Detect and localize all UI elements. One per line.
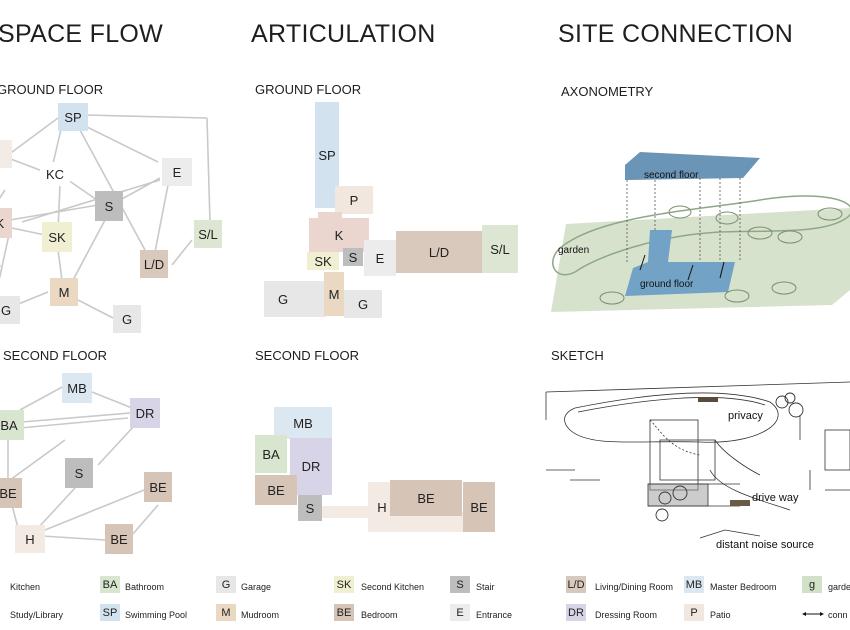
- subtitle-second-floor-flow: SECOND FLOOR: [3, 348, 108, 363]
- room-node-s-second: S: [65, 458, 93, 488]
- legend-dr-swatch: DR: [566, 604, 586, 621]
- room-node-e: E: [162, 158, 192, 186]
- room-node-h: H: [15, 525, 45, 553]
- room-node-ld: L/D: [140, 250, 168, 278]
- legend-m-swatch: M: [216, 604, 236, 621]
- legend-g-garden-swatch: g: [802, 576, 822, 593]
- plan-hall: [396, 512, 466, 532]
- subtitle-ground-floor-flow: GROUND FLOOR: [0, 82, 104, 97]
- axo-garden-label: garden: [558, 245, 590, 256]
- room-node-sl: S/L: [194, 220, 222, 248]
- legend-mb-swatch: MB: [684, 576, 704, 593]
- legend-master-bedroom: Master Bedroom: [710, 582, 777, 592]
- room-node-be-right: BE: [144, 472, 172, 502]
- sketch-driveway-label: drive way: [752, 492, 799, 504]
- plan-ld: L/D: [396, 231, 482, 273]
- plan-sl: S/L: [482, 225, 518, 273]
- legend-kitchen: Kitchen: [10, 582, 41, 592]
- room-node-m: M: [50, 278, 78, 306]
- room-node-be-left: BE: [0, 478, 22, 508]
- legend-bedroom: Bedroom: [361, 610, 398, 620]
- room-node-kc: KC: [40, 162, 70, 186]
- legend-be-swatch: BE: [334, 604, 354, 621]
- plan-e: E: [364, 240, 396, 276]
- sketch-privacy-label: privacy: [728, 410, 763, 422]
- room-node-partial-top: [0, 140, 12, 168]
- legend-dressing-room: Dressing Room: [595, 610, 658, 620]
- legend-garden: garde: [828, 582, 850, 592]
- legend-ld-swatch: L/D: [566, 576, 586, 593]
- legend-second-kitchen: Second Kitchen: [361, 582, 425, 592]
- room-node-mb: MB: [62, 373, 92, 403]
- legend-living-dining: Living/Dining Room: [595, 582, 674, 592]
- axo-second-floor-label: second floor: [644, 170, 699, 181]
- plan-m: M: [324, 272, 344, 316]
- plan-be-right: BE: [463, 482, 495, 532]
- title-articulation: ARTICULATION: [251, 20, 436, 48]
- plan-dr: DR: [290, 438, 332, 495]
- plan-s-second: S: [298, 495, 322, 521]
- plan-be-left: BE: [255, 475, 297, 505]
- legend-garage: Garage: [241, 582, 272, 592]
- legend-bathroom: Bathroom: [125, 582, 165, 592]
- plan-g-mid: [302, 281, 326, 317]
- room-node-be-bottom: BE: [105, 524, 133, 554]
- room-node-k-partial: K: [0, 208, 12, 238]
- room-node-sp: SP: [58, 103, 88, 131]
- plan-mb: MB: [274, 407, 332, 439]
- axo-ground-floor-label: ground floor: [640, 279, 694, 290]
- legend-e-swatch: E: [450, 604, 470, 621]
- double-arrow-icon: [802, 612, 824, 616]
- legend-mudroom: Mudroom: [241, 610, 280, 620]
- room-node-g-right: G: [113, 305, 141, 333]
- plan-corridor: [322, 506, 374, 518]
- room-node-s: S: [95, 191, 123, 221]
- legend-sk-swatch: SK: [334, 576, 354, 593]
- plan-g-right: G: [344, 290, 382, 318]
- legend-sp-swatch: SP: [100, 604, 120, 621]
- subtitle-sketch: SKETCH: [551, 348, 604, 363]
- legend-connection: conn: [828, 610, 848, 620]
- room-node-sk: SK: [42, 222, 72, 252]
- subtitle-ground-floor-articulation: GROUND FLOOR: [255, 82, 362, 97]
- legend-p-swatch: P: [684, 604, 704, 621]
- plan-be-mid: BE: [390, 480, 462, 516]
- room-node-dr: DR: [130, 398, 160, 428]
- title-site-connection: SITE CONNECTION: [558, 20, 794, 48]
- legend-stair: Stair: [476, 582, 495, 592]
- subtitle-second-floor-articulation: SECOND FLOOR: [255, 348, 360, 363]
- title-space-flow: SPACE FLOW: [0, 20, 164, 48]
- legend-ba-swatch: BA: [100, 576, 120, 593]
- legend-study-library: Study/Library: [10, 610, 64, 620]
- legend-entrance: Entrance: [476, 610, 513, 620]
- plan-sk: SK: [307, 252, 339, 270]
- room-node-ba: BA: [0, 410, 24, 440]
- legend-s-swatch: S: [450, 576, 470, 593]
- subtitle-axonometry: AXONOMETRY: [561, 84, 654, 99]
- room-node-g-left: G: [0, 296, 20, 324]
- legend-swimming-pool: Swimming Pool: [125, 610, 188, 620]
- plan-ba: BA: [255, 435, 287, 473]
- sketch-noise-label: distant noise source: [716, 539, 814, 551]
- plan-k: K: [309, 218, 369, 252]
- plan-p: P: [335, 186, 373, 214]
- plan-g-left: G: [264, 281, 302, 317]
- legend-g-swatch: G: [216, 576, 236, 593]
- plan-s: S: [343, 248, 363, 266]
- legend-patio: Patio: [710, 610, 731, 620]
